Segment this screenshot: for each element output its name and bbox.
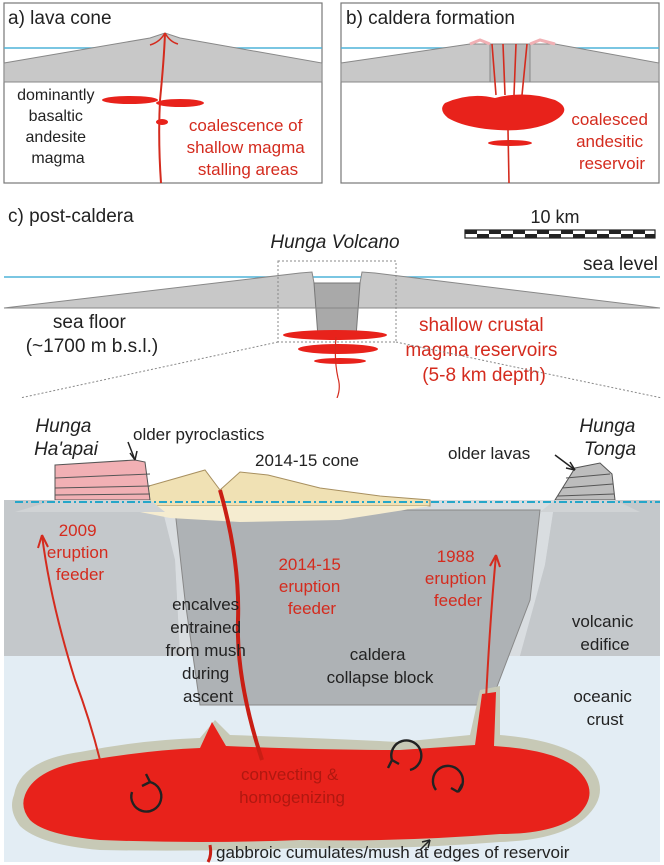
overview-caldera [313, 282, 361, 338]
lavas-pointer-head [565, 461, 576, 471]
zoom-box [277, 260, 397, 343]
sea-level-label: sea level [583, 254, 658, 275]
gabbroic-label: gabbroic cumulates/mush at edges of rese… [216, 843, 570, 862]
cone-2014-label: 2014-15 cone [255, 451, 359, 470]
oceanic-crust-label: oceanic crust [573, 687, 636, 729]
panel-b-sill [488, 140, 532, 146]
feeder-2014-15 [218, 489, 264, 761]
panel-b-annotation: coalesced andesitic reservoir [571, 110, 652, 173]
panel-c-overview: c) post-caldera Hunga Volcano 10 km sea … [3, 206, 663, 399]
overview-reservoir-2 [298, 344, 378, 354]
hunga-haapai-label: Hunga Ha'apai [34, 416, 99, 460]
feeder-1988 [485, 554, 497, 701]
lavas-pointer [554, 454, 576, 471]
panel-b-title: b) caldera formation [346, 8, 515, 29]
convection-arrow-2-head [386, 758, 400, 769]
haapai-cliff [54, 459, 151, 501]
panel-a-feeder [158, 32, 166, 184]
feeder-bottom [206, 844, 213, 863]
overview-feeder [334, 336, 340, 399]
mush-pointer-head [421, 839, 431, 849]
feeder-2009-label: 2009 eruption feeder [47, 521, 113, 584]
convection-arrow-1-head [141, 773, 152, 788]
edifice-left [4, 500, 180, 656]
sea-floor-label: sea floor (~1700 m b.s.l.) [26, 312, 159, 357]
detail-panel: Hunga Ha'apai Hunga Tonga older pyroclas… [4, 398, 660, 863]
feeder-2009-arrow [37, 534, 49, 549]
pyroclastics-pointer-head [129, 450, 138, 461]
panel-a-frame [3, 2, 323, 184]
panel-b-dikes [491, 43, 528, 96]
caldera-block-label: caldera collapse block [327, 645, 434, 687]
feeder-1988-arrow [489, 554, 501, 568]
panel-a-sill-2 [156, 99, 204, 107]
overview-reservoir-3 [314, 358, 366, 364]
edifice-right [520, 500, 660, 656]
feeder-2009 [41, 534, 101, 761]
cone-submarine-apron [110, 506, 430, 522]
convection-arrow-3 [431, 764, 465, 793]
enclaves-label: encalves entrained from mush during asce… [165, 595, 250, 706]
reservoir-label: shallow crustal magma reservoirs (5-8 km… [405, 315, 562, 386]
pyroclastics-pointer [127, 441, 136, 461]
panel-b-collapse-block [489, 43, 531, 83]
panel-b-feeder [507, 129, 510, 184]
panel-b: b) caldera formation coalesced andesitic… [340, 2, 660, 184]
scale-bar [464, 229, 656, 239]
feeder-2014-label: 2014-15 eruption feeder [278, 555, 345, 618]
panel-c-title: c) post-caldera [8, 206, 134, 227]
overview-reservoir-1 [283, 330, 387, 340]
haapai-layers [54, 473, 151, 496]
panel-a-sill-3 [156, 119, 168, 125]
panel-a-title: a) lava cone [8, 8, 112, 29]
hunga-tonga-label: Hunga Tonga [579, 416, 640, 460]
panel-a: a) lava cone dominantly basaltic andesit… [3, 2, 323, 184]
panel-a-magma-label: dominantly basaltic andesite magma [17, 87, 99, 167]
feeder-1988-label: 1988 eruption feeder [425, 547, 491, 610]
scale-label: 10 km [530, 207, 579, 227]
panel-a-sill-1 [102, 96, 158, 104]
panel-a-vent-branches [149, 32, 179, 46]
mush-pointer [419, 839, 431, 851]
panel-b-reservoir [442, 94, 565, 131]
panel-b-rims [469, 38, 556, 46]
panel-b-frame [340, 2, 660, 184]
convecting-label: convecting & homogenizing [239, 765, 345, 807]
magma-reservoir [23, 692, 590, 842]
tonga-layers [557, 473, 615, 497]
panel-c-volcano-name: Hunga Volcano [270, 232, 399, 253]
volcanic-edifice-label: volcanic edifice [572, 612, 638, 654]
convection-arrow-2 [390, 739, 423, 772]
zoom-guide-left [19, 341, 279, 399]
older-lavas-label: older lavas [448, 444, 530, 463]
zoom-guide-right [395, 341, 663, 399]
convection-arrow-1 [130, 780, 163, 813]
panel-a-annotation: coalescence of shallow magma stalling ar… [187, 116, 310, 179]
convection-arrow-3-head [450, 783, 464, 794]
older-pyroclastics-label: older pyroclastics [133, 425, 264, 444]
